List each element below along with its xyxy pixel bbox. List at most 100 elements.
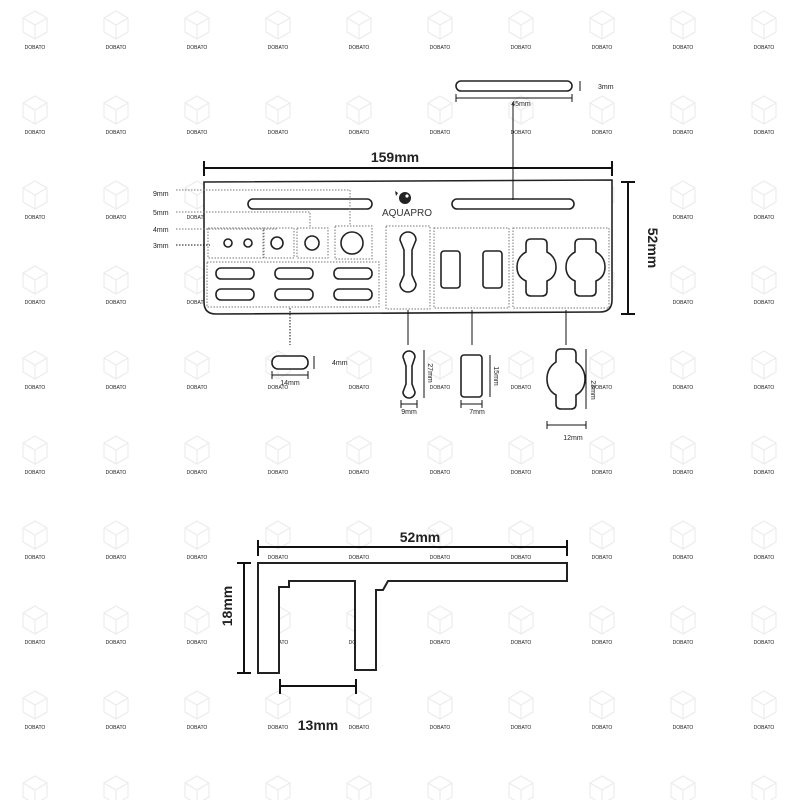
svg-text:DOBATO: DOBATO [106,385,127,391]
detail-long-slot: 45mm 3mm [455,80,614,108]
svg-text:DOBATO: DOBATO [592,555,613,561]
svg-text:DOBATO: DOBATO [106,640,127,646]
watermark-cube-icon: DOBATO [670,520,696,561]
side-width-label: 52mm [400,529,440,545]
watermark-cube-icon: DOBATO [589,605,615,646]
svg-text:DOBATO: DOBATO [511,130,532,136]
watermark-cube-icon: DOBATO [22,690,48,731]
svg-text:DOBATO: DOBATO [673,470,694,476]
width-label: 159mm [371,149,419,165]
watermark-cube-icon: DOBATO [427,10,453,51]
watermark-cube-icon: DOBATO [184,520,210,561]
svg-text:DOBATO: DOBATO [187,725,208,731]
watermark-cube-icon: DOBATO [184,95,210,136]
top-view: 159mm 52mm AQUAPRO [153,102,661,345]
svg-text:DOBATO: DOBATO [673,130,694,136]
svg-text:DOBATO: DOBATO [754,215,775,221]
watermark-cube-icon: DOBATO [22,10,48,51]
watermark-cube-icon: DOBATO [508,350,534,391]
watermark-cube-icon: DOBATO [346,435,372,476]
hole-label-9mm: 9mm [153,191,169,198]
watermark-cube-icon: DOBATO [589,690,615,731]
slot-thick-label: 3mm [598,84,614,91]
watermark-cube-icon: DOBATO [751,605,777,646]
watermark-cube-icon: DOBATO [508,435,534,476]
hole-label-4mm: 4mm [153,227,169,234]
watermark-cube-icon: DOBATO [508,605,534,646]
watermark-cube-icon: DOBATO [22,605,48,646]
svg-text:DOBATO: DOBATO [673,725,694,731]
svg-text:DOBATO: DOBATO [349,470,370,476]
svg-text:DOBATO: DOBATO [430,725,451,731]
svg-text:DOBATO: DOBATO [592,45,613,51]
svg-text:DOBATO: DOBATO [106,300,127,306]
svg-text:DOBATO: DOBATO [25,45,46,51]
watermark-cube-icon: DOBATO [670,690,696,731]
svg-text:DOBATO: DOBATO [106,470,127,476]
svg-text:DOBATO: DOBATO [754,470,775,476]
hole-label-3mm: 3mm [153,243,169,250]
side-gap-dimension: 13mm [279,679,357,733]
small-slot-height-label: 4mm [332,360,348,367]
watermark-cube-icon: DOBATO [22,95,48,136]
watermark-cube-icon: DOBATO [670,10,696,51]
watermark-layer: DOBATO DOBATO DOBATO DOBATO DOBATO DOBATO DOBA… [22,10,777,800]
side-view: 52mm 18mm 13mm [219,529,568,733]
watermark-cube-icon: DOBATO [103,520,129,561]
watermark-cube-icon: DOBATO [589,95,615,136]
svg-text:DOBATO: DOBATO [187,45,208,51]
svg-text:DOBATO: DOBATO [349,555,370,561]
watermark-cube-icon: DOBATO [265,690,291,731]
svg-text:DOBATO: DOBATO [25,725,46,731]
svg-text:DOBATO: DOBATO [673,385,694,391]
watermark-cube-icon: DOBATO [670,95,696,136]
svg-text:DOBATO: DOBATO [349,45,370,51]
dogbone-height-label: 27mm [426,363,433,383]
watermark-cube-icon: DOBATO [427,435,453,476]
watermark-cube-icon: DOBATO [265,95,291,136]
watermark-cube-icon: DOBATO [589,520,615,561]
svg-text:DOBATO: DOBATO [673,300,694,306]
watermark-cube-icon: DOBATO [184,690,210,731]
aquapro-logo: AQUAPRO [382,191,432,219]
svg-text:DOBATO: DOBATO [25,130,46,136]
svg-text:DOBATO: DOBATO [754,130,775,136]
svg-text:DOBATO: DOBATO [430,45,451,51]
watermark-cube-icon: DOBATO [670,265,696,306]
detail-small-slot: 14mm 4mm [271,355,348,387]
svg-text:DOBATO: DOBATO [430,555,451,561]
svg-text:DOBATO: DOBATO [268,385,289,391]
watermark-cube-icon: DOBATO [508,775,534,800]
svg-text:DOBATO: DOBATO [673,640,694,646]
hole-4mm [270,236,284,250]
watermark-cube-icon: DOBATO [589,350,615,391]
watermark-cube-icon: DOBATO [346,350,372,391]
watermark-cube-icon: DOBATO [346,690,372,731]
watermark-cube-icon: DOBATO [22,350,48,391]
svg-text:DOBATO: DOBATO [268,45,289,51]
svg-text:DOBATO: DOBATO [673,45,694,51]
watermark-cube-icon: DOBATO [670,435,696,476]
watermark-cube-icon: DOBATO [103,350,129,391]
svg-text:DOBATO: DOBATO [187,640,208,646]
fish-logo-icon [399,192,411,204]
watermark-cube-icon: DOBATO [265,520,291,561]
svg-text:DOBATO: DOBATO [106,555,127,561]
side-gap-label: 13mm [298,717,338,733]
clip-slot-width-label: 12mm [563,435,583,442]
svg-text:DOBATO: DOBATO [187,555,208,561]
svg-text:DOBATO: DOBATO [187,215,208,221]
svg-text:DOBATO: DOBATO [754,640,775,646]
watermark-cube-icon: DOBATO [184,775,210,800]
watermark-cube-icon: DOBATO [103,10,129,51]
watermark-cube-icon: DOBATO [427,775,453,800]
svg-text:DOBATO: DOBATO [25,555,46,561]
svg-text:DOBATO: DOBATO [430,385,451,391]
svg-text:DOBATO: DOBATO [25,215,46,221]
watermark-cube-icon: DOBATO [22,775,48,800]
watermark-cube-icon: DOBATO [184,435,210,476]
svg-text:DOBATO: DOBATO [592,470,613,476]
watermark-cube-icon: DOBATO [103,265,129,306]
watermark-cube-icon: DOBATO [103,180,129,221]
